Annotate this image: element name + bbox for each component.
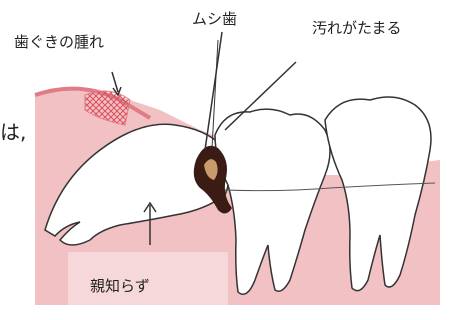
plaque-label: 汚れがたまる (312, 17, 402, 38)
cavity-label: ムシ歯 (192, 8, 237, 29)
wisdom-tooth-label: 親知らず (90, 275, 150, 296)
gum-swelling-label: 歯ぐきの腫れ (14, 31, 104, 52)
cut-off-text: は, (0, 116, 26, 145)
